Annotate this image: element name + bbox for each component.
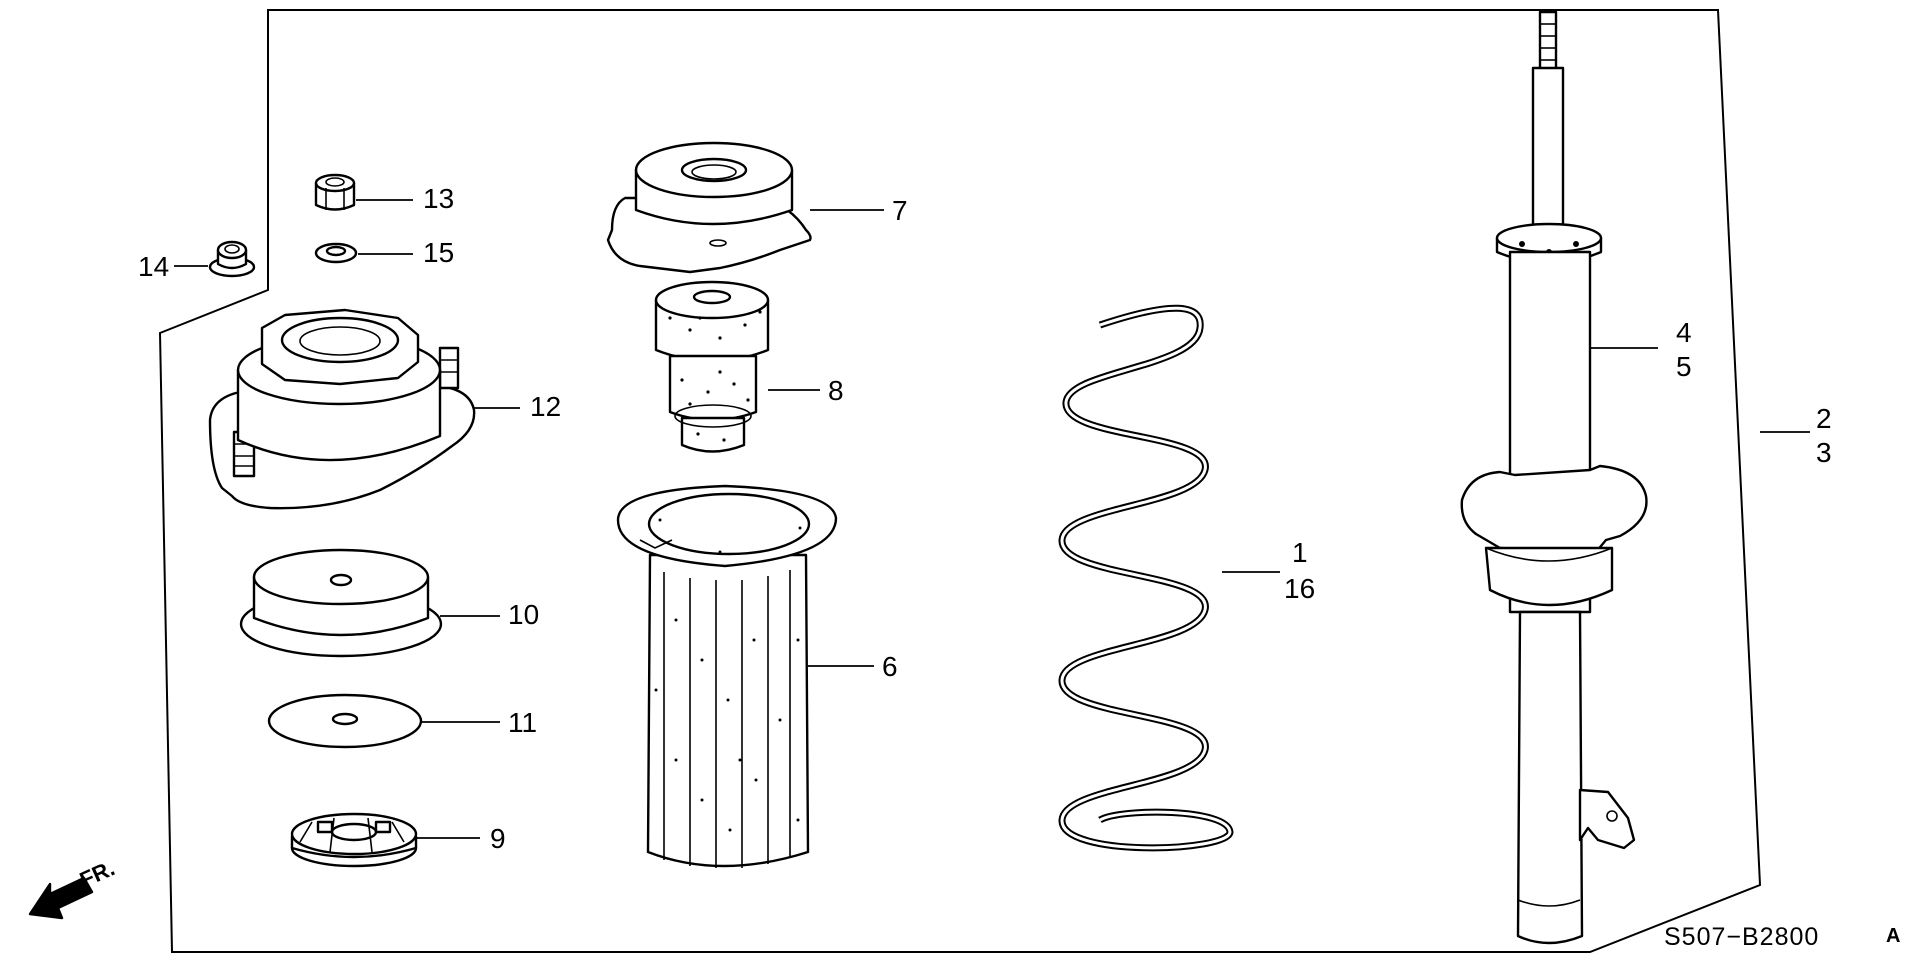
callout-16: 16 <box>1284 573 1315 604</box>
callout-8: 8 <box>828 375 844 406</box>
callout-13: 13 <box>423 183 454 214</box>
callout-7: 7 <box>892 195 908 226</box>
callout-2: 2 <box>1816 403 1832 434</box>
washer-plate-icon <box>267 693 423 749</box>
callout-5: 5 <box>1676 351 1692 382</box>
leader-lines <box>174 199 1810 839</box>
coil-spring-icon <box>1058 304 1234 852</box>
callout-12: 12 <box>530 391 561 422</box>
self-locking-nut-icon <box>314 173 356 211</box>
callout-11: 11 <box>508 707 537 738</box>
bump-stop-rubber-icon <box>654 280 770 453</box>
callouts: 14 13 15 12 10 11 9 7 8 6 1 16 4 5 2 3 <box>138 183 1832 854</box>
strut-assembly-icon <box>1460 10 1648 945</box>
dust-cover-texture <box>654 518 802 832</box>
dust-cover-icon <box>616 484 838 868</box>
spring-upper-seat-icon <box>606 141 812 274</box>
diagram-frame <box>158 9 1762 953</box>
callout-15: 15 <box>423 237 454 268</box>
bump-stop-texture <box>668 310 762 442</box>
callout-10: 10 <box>508 599 539 630</box>
flange-nut-icon <box>208 240 256 278</box>
callout-9: 9 <box>490 823 506 854</box>
callout-14: 14 <box>138 251 169 282</box>
callout-6: 6 <box>882 651 898 682</box>
upper-mount-icon <box>208 308 476 510</box>
callout-1: 1 <box>1292 537 1308 568</box>
mount-base-icon <box>239 548 443 658</box>
callout-4: 4 <box>1676 317 1692 348</box>
drawing-code: S507−B2800 <box>1664 923 1819 951</box>
callout-3: 3 <box>1816 437 1832 468</box>
mount-bushing-icon <box>290 812 418 868</box>
drawing-code-suffix: A <box>1886 925 1901 947</box>
washer-icon <box>314 242 358 264</box>
front-direction-icon: FR. <box>28 855 118 920</box>
